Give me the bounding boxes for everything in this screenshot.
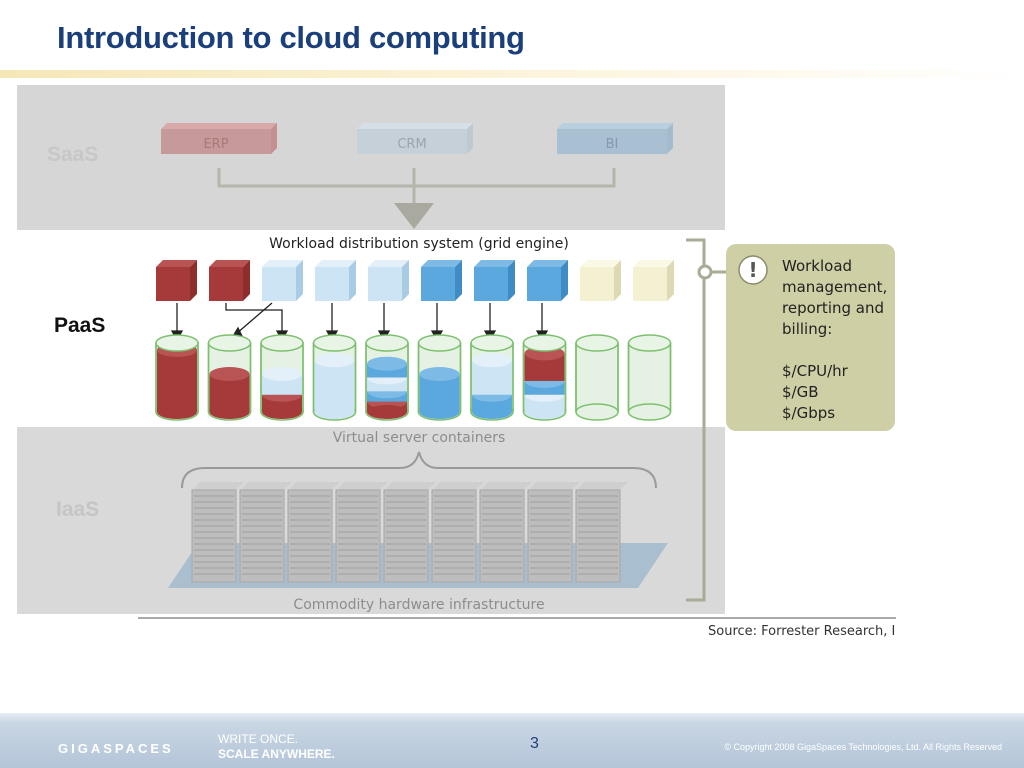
server-container-cylinder [260, 334, 304, 421]
server-rack [383, 482, 436, 583]
title-rule [0, 70, 1024, 78]
server-rack [527, 482, 580, 583]
server-rack [479, 482, 532, 583]
callout-text: Workload management, reporting and billing:… [782, 257, 887, 422]
callout-line: management, [782, 278, 887, 296]
server-container-cylinder [470, 334, 514, 421]
server-container-cylinder [207, 334, 252, 421]
layer-label-paas: PaaS [54, 314, 106, 337]
workload-cube [368, 260, 409, 301]
right-bracket [686, 238, 706, 602]
workload-cube [156, 260, 197, 301]
footer-logo: GIGASPACES [58, 741, 174, 756]
saas-app-label: BI [606, 137, 619, 152]
cylinder-row [155, 334, 672, 421]
callout-line: billing: [782, 320, 832, 338]
server-container-cylinder [417, 334, 462, 421]
svg-text:!: ! [748, 258, 757, 282]
workload-cube [474, 260, 515, 301]
footer-slogan-line1: WRITE ONCE. [218, 732, 298, 746]
copyright: © Copyright 2008 GigaSpaces Technologies… [724, 742, 1002, 752]
callout-line: Workload [782, 257, 852, 275]
callout-box [726, 244, 895, 431]
slide-title: Introduction to cloud computing [57, 20, 525, 55]
server-container-cylinder [155, 334, 199, 421]
layer-label-iaas: IaaS [56, 498, 100, 521]
server-container-cylinder [365, 334, 409, 421]
server-container-cylinder [522, 334, 567, 421]
saas-app-bi [557, 123, 673, 154]
server-rack [191, 482, 244, 583]
layer-label-saas: SaaS [47, 143, 99, 166]
workload-cube [421, 260, 462, 301]
workload-cube [633, 260, 674, 301]
server-rack [431, 482, 484, 583]
grid-engine-label: Workload distribution system (grid engin… [269, 236, 569, 252]
server-rack [287, 482, 340, 583]
callout-line: reporting and [782, 299, 884, 317]
page-number: 3 [530, 735, 539, 752]
saas-arrow [394, 203, 434, 229]
server-rack [239, 482, 292, 583]
workload-cube [315, 260, 356, 301]
saas-band [17, 85, 725, 230]
workload-cube [527, 260, 568, 301]
server-container-cylinder [575, 334, 619, 421]
server-container-cylinder [312, 334, 357, 421]
footer-slogan-line2: SCALE ANYWHERE. [218, 747, 335, 761]
callout-line: $/Gbps [782, 404, 835, 422]
source-credit: Source: Forrester Research, Inc. [708, 624, 896, 639]
cube-row [156, 260, 674, 301]
footer-bar [0, 713, 1024, 768]
containers-label: Virtual server containers [333, 430, 506, 446]
server-rack [335, 482, 388, 583]
saas-connector [217, 168, 616, 204]
callout-line: $/CPU/hr [782, 362, 849, 380]
containers-brace [181, 451, 657, 489]
exclamation-icon [738, 255, 768, 285]
workload-cube [209, 260, 250, 301]
server-racks [191, 482, 628, 583]
callout-line: $/GB [782, 383, 819, 401]
saas-app-label: CRM [397, 137, 426, 152]
saas-app-erp [161, 123, 277, 154]
saas-app-label: ERP [203, 137, 228, 152]
server-rack [575, 482, 628, 583]
workload-cube [262, 260, 303, 301]
server-container-cylinder [627, 334, 672, 421]
hardware-label: Commodity hardware infrastructure [293, 597, 544, 613]
saas-app-crm [357, 123, 473, 154]
bracket-node [697, 264, 713, 280]
workload-cube [580, 260, 621, 301]
